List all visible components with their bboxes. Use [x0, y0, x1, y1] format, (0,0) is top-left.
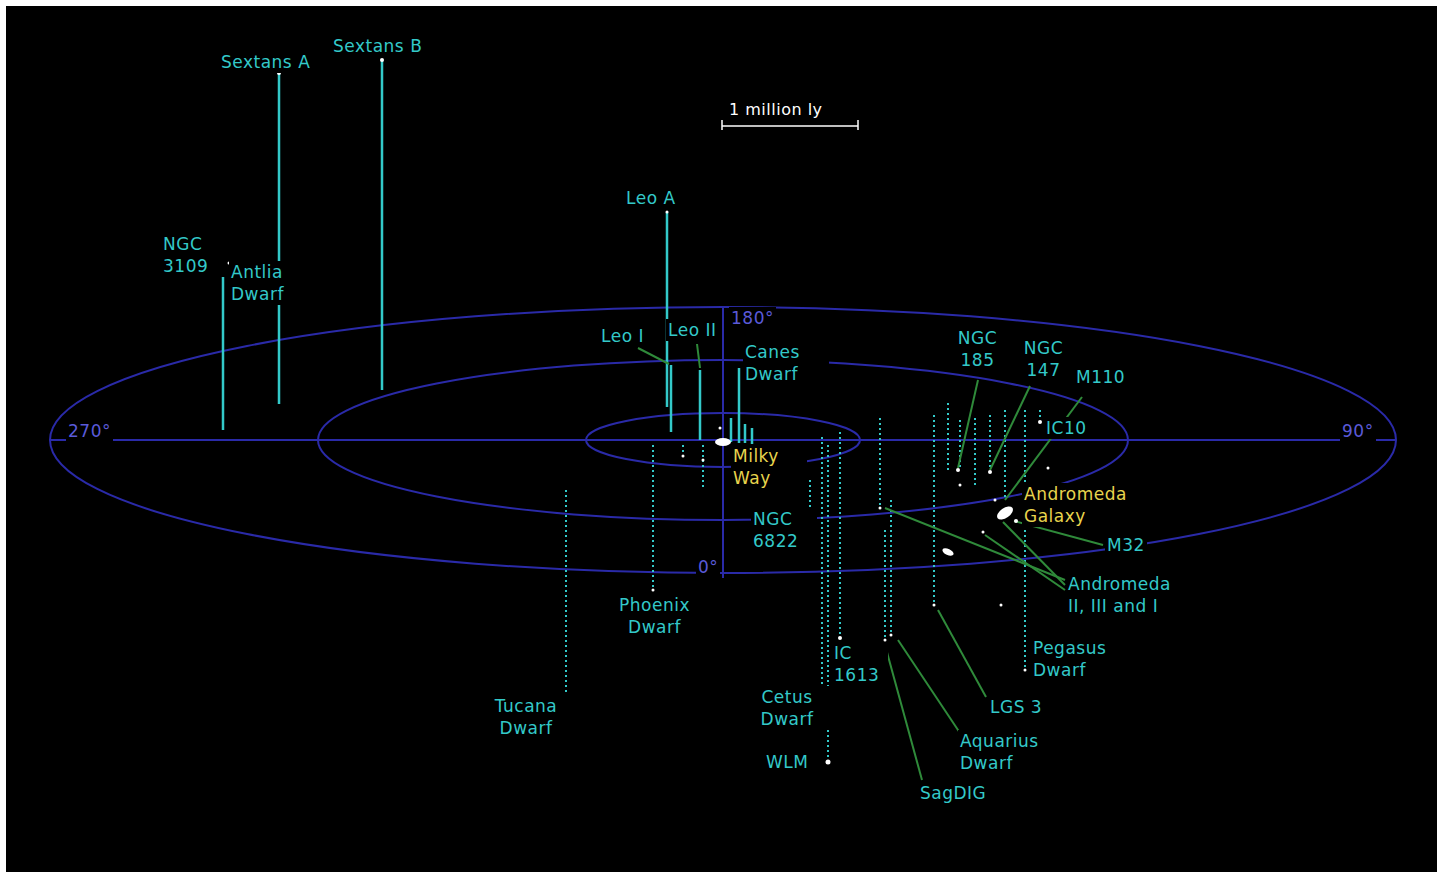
- galaxy-label: NGC 147: [1014, 337, 1073, 381]
- galaxy-label: Phoenix Dwarf: [605, 594, 704, 638]
- galaxy-label: IC10: [1044, 417, 1089, 439]
- galaxy-label: LGS 3: [988, 696, 1044, 718]
- galaxy-label: WLM: [764, 751, 810, 773]
- galaxy-label: Leo A: [624, 187, 678, 209]
- galaxy-label: IC 1613: [832, 642, 888, 686]
- galaxy-label: NGC 6822: [751, 508, 817, 552]
- degree-label: 0°: [696, 556, 720, 578]
- galaxy-label: Aquarius Dwarf: [958, 730, 1060, 774]
- degree-label: 270°: [66, 420, 113, 442]
- galaxy-label: Andromeda II, III and I: [1066, 573, 1192, 617]
- galaxy-label: Milky Way: [731, 445, 807, 489]
- galaxy-label: Leo II: [666, 319, 718, 341]
- galaxy-label: Canes Dwarf: [743, 341, 829, 385]
- galaxy-label: M32: [1105, 534, 1147, 556]
- galaxy-label: SagDIG: [918, 782, 988, 804]
- galaxy-label: NGC 3109: [161, 233, 227, 277]
- scale-label: 1 million ly: [727, 99, 825, 121]
- degree-label: 90°: [1340, 420, 1376, 442]
- galaxy-label: Cetus Dwarf: [745, 686, 829, 730]
- galaxy-label: Sextans A: [219, 51, 312, 73]
- degree-label: 180°: [729, 307, 776, 329]
- galaxy-label: Pegasus Dwarf: [1031, 637, 1133, 681]
- galaxy-label: Leo I: [599, 325, 646, 347]
- galaxy-label: Sextans B: [331, 35, 424, 57]
- galaxy-label: Antlia Dwarf: [229, 261, 305, 305]
- galaxy-label: Tucana Dwarf: [480, 695, 572, 739]
- galaxy-label: Andromeda Galaxy: [1022, 483, 1148, 527]
- galaxy-label: NGC 185: [948, 327, 1007, 371]
- galaxy-label: M110: [1074, 366, 1127, 388]
